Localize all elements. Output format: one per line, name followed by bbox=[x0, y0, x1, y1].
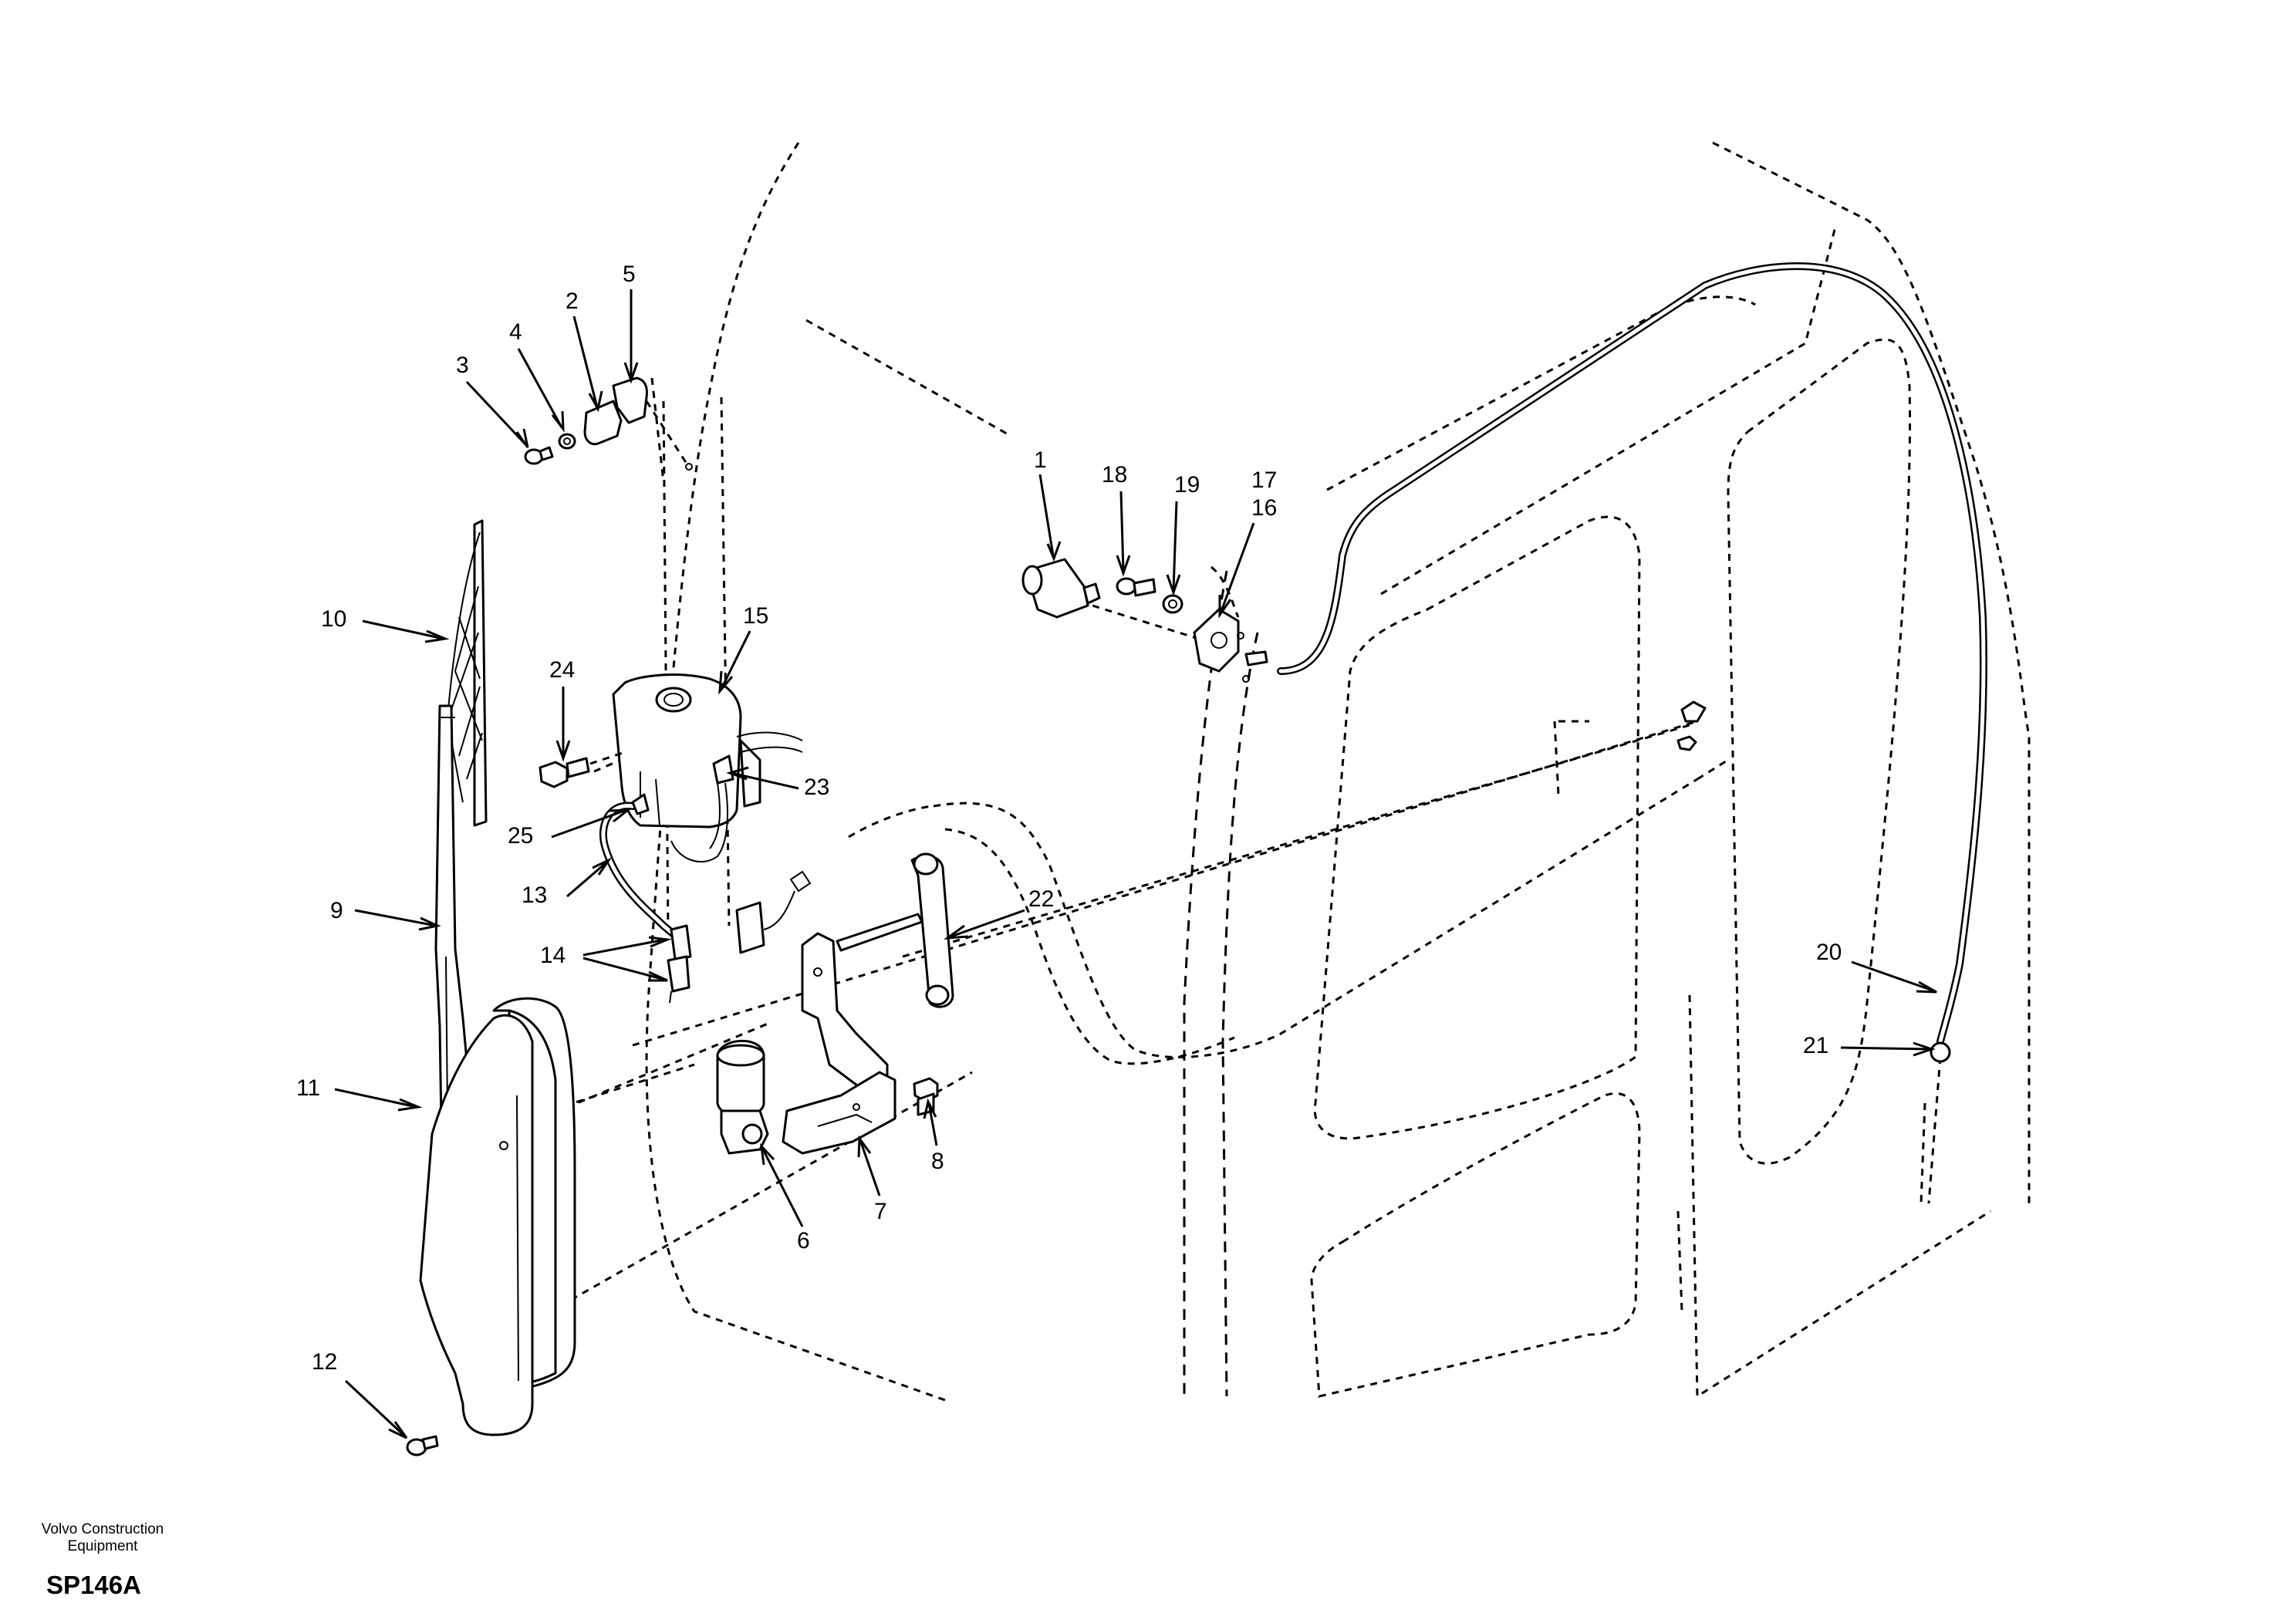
bracket-parts-2-5 bbox=[524, 376, 693, 483]
wiper-blade-10 bbox=[447, 519, 488, 827]
callout-23: 23 bbox=[804, 775, 829, 800]
callout-20: 20 bbox=[1816, 940, 1842, 965]
callout-17: 17 bbox=[1251, 467, 1277, 493]
callout-14: 14 bbox=[540, 943, 566, 968]
fitting-17 bbox=[1244, 650, 1268, 667]
callout-22: 22 bbox=[1028, 886, 1054, 912]
washer-4 bbox=[558, 433, 576, 450]
callout-18: 18 bbox=[1102, 462, 1127, 488]
callout-21: 21 bbox=[1803, 1033, 1828, 1058]
bracket-7 bbox=[782, 932, 896, 1155]
callout-13: 13 bbox=[522, 883, 547, 908]
callouts: 1 2 3 4 5 6 7 8 9 10 11 12 bbox=[296, 262, 1937, 1439]
clip-5 bbox=[612, 376, 648, 424]
callout-6: 6 bbox=[797, 1228, 810, 1254]
washer-tank-15 bbox=[612, 673, 803, 863]
callout-10: 10 bbox=[321, 606, 346, 632]
screw-12 bbox=[406, 1435, 439, 1456]
brand-line-2: Equipment bbox=[67, 1538, 138, 1554]
nozzle-assembly bbox=[1021, 558, 1268, 683]
callout-11: 11 bbox=[296, 1075, 320, 1101]
callout-9: 9 bbox=[330, 898, 343, 923]
clip-14b bbox=[667, 955, 690, 993]
brand-label: Volvo Construction Equipment bbox=[22, 1521, 184, 1555]
plate-16 bbox=[1193, 608, 1240, 673]
callout-5: 5 bbox=[623, 262, 636, 287]
bolt-18 bbox=[1116, 577, 1137, 596]
connector-21 bbox=[1930, 1041, 1951, 1063]
drawing-code: SP146A bbox=[46, 1571, 141, 1599]
callout-16: 16 bbox=[1251, 495, 1277, 521]
washer-19 bbox=[1162, 594, 1183, 614]
joint-25 bbox=[631, 793, 650, 815]
callout-19: 19 bbox=[1174, 472, 1200, 498]
callout-12: 12 bbox=[312, 1349, 337, 1375]
linkage-22 bbox=[735, 852, 954, 1008]
washer-hose-20 bbox=[1277, 262, 1987, 1204]
callout-15: 15 bbox=[743, 603, 768, 629]
callout-24: 24 bbox=[549, 657, 575, 683]
callout-8: 8 bbox=[931, 1149, 944, 1174]
callout-7: 7 bbox=[874, 1199, 887, 1224]
brand-line-1: Volvo Construction bbox=[41, 1521, 164, 1537]
clip-14a bbox=[670, 924, 692, 960]
callout-1: 1 bbox=[1034, 447, 1047, 473]
clip-2 bbox=[583, 400, 623, 446]
fitting-clips bbox=[1676, 700, 1707, 751]
callout-2: 2 bbox=[566, 289, 579, 314]
cab-outline bbox=[645, 141, 2031, 1402]
arm-cover-11 bbox=[419, 997, 576, 1436]
callout-3: 3 bbox=[456, 353, 469, 378]
bolt-24 bbox=[539, 751, 626, 788]
callout-25: 25 bbox=[508, 823, 533, 849]
callout-4: 4 bbox=[509, 319, 522, 345]
motor-6 bbox=[716, 1039, 769, 1155]
